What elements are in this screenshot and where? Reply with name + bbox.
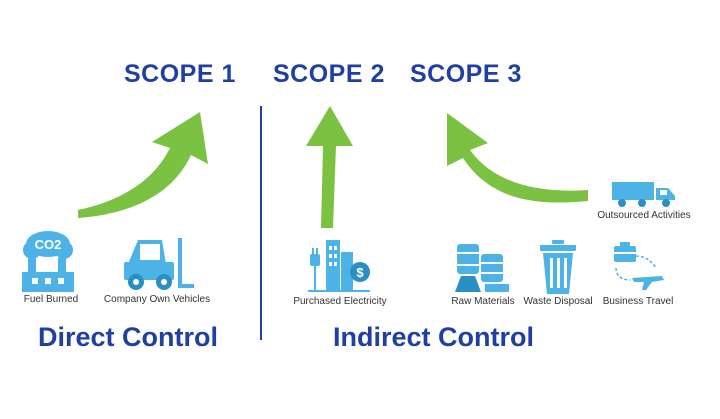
outsourced-activities-label: Outsourced Activities <box>597 210 691 221</box>
building-plug-icon: $ <box>308 240 370 292</box>
truck-icon <box>612 182 675 207</box>
scope-2-arrow <box>306 106 353 228</box>
scope-1-arrow <box>78 112 208 218</box>
barrels-icon <box>455 244 509 292</box>
fuel-burned-label: Fuel Burned <box>23 294 79 305</box>
scope-2-label: SCOPE 2 <box>273 60 385 88</box>
scope-3-arrow <box>447 113 588 203</box>
control-divider <box>260 106 262 340</box>
direct-control-label: Direct Control <box>38 322 219 352</box>
trash-can-icon <box>540 240 576 294</box>
company-vehicles-label: Company Own Vehicles <box>103 294 211 305</box>
purchased-electricity-label: Purchased Electricity <box>293 296 387 307</box>
scope-1-label: SCOPE 1 <box>124 60 236 88</box>
indirect-control-label: Indirect Control <box>333 322 534 352</box>
factory-co2-icon: CO2 <box>22 231 74 292</box>
scope-3-label: SCOPE 3 <box>410 60 522 88</box>
co2-badge: CO2 <box>35 237 62 252</box>
business-travel-label: Business Travel <box>602 296 674 307</box>
raw-materials-label: Raw Materials <box>451 296 515 307</box>
waste-disposal-label: Waste Disposal <box>523 296 593 307</box>
forklift-icon <box>124 238 194 290</box>
svg-text:$: $ <box>356 265 364 280</box>
briefcase-plane-icon <box>614 242 664 290</box>
